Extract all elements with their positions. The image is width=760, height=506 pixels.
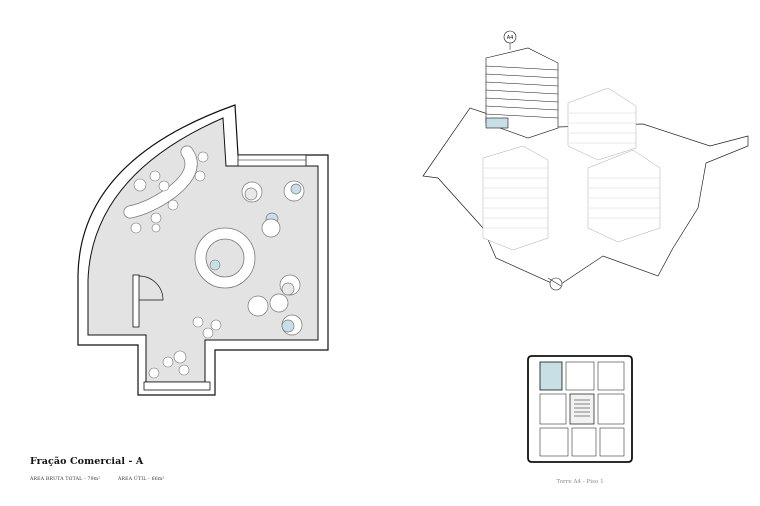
plan-door-frame — [132, 274, 140, 328]
unit-title: Fração Comercial - A — [30, 456, 144, 467]
floor-plate-unit-a-highlight — [539, 361, 563, 391]
floor-plate-caption: Torre A4 - Piso 1 — [556, 479, 604, 485]
plan-top-window — [237, 154, 307, 167]
tower-marker-label: A4 — [507, 35, 514, 41]
plan-door-swing — [138, 275, 164, 301]
north-arrow-icon — [549, 277, 563, 291]
key-floor-plate — [527, 355, 633, 463]
useful-area-label: ÁREA ÚTIL - 66m² — [118, 477, 165, 482]
tower-a4-unit-highlight — [485, 117, 509, 129]
gross-area-label: ÁREA BRUTA TOTAL - 79m² — [30, 477, 101, 482]
tower-marker-badge — [503, 30, 517, 44]
floor-plate-core — [569, 393, 595, 425]
chair-groups — [241, 180, 305, 336]
site-axonometric: A4 — [422, 30, 749, 291]
stools — [130, 151, 222, 379]
plan-bottom-window — [143, 381, 211, 391]
unit-floor-plan — [77, 104, 329, 396]
